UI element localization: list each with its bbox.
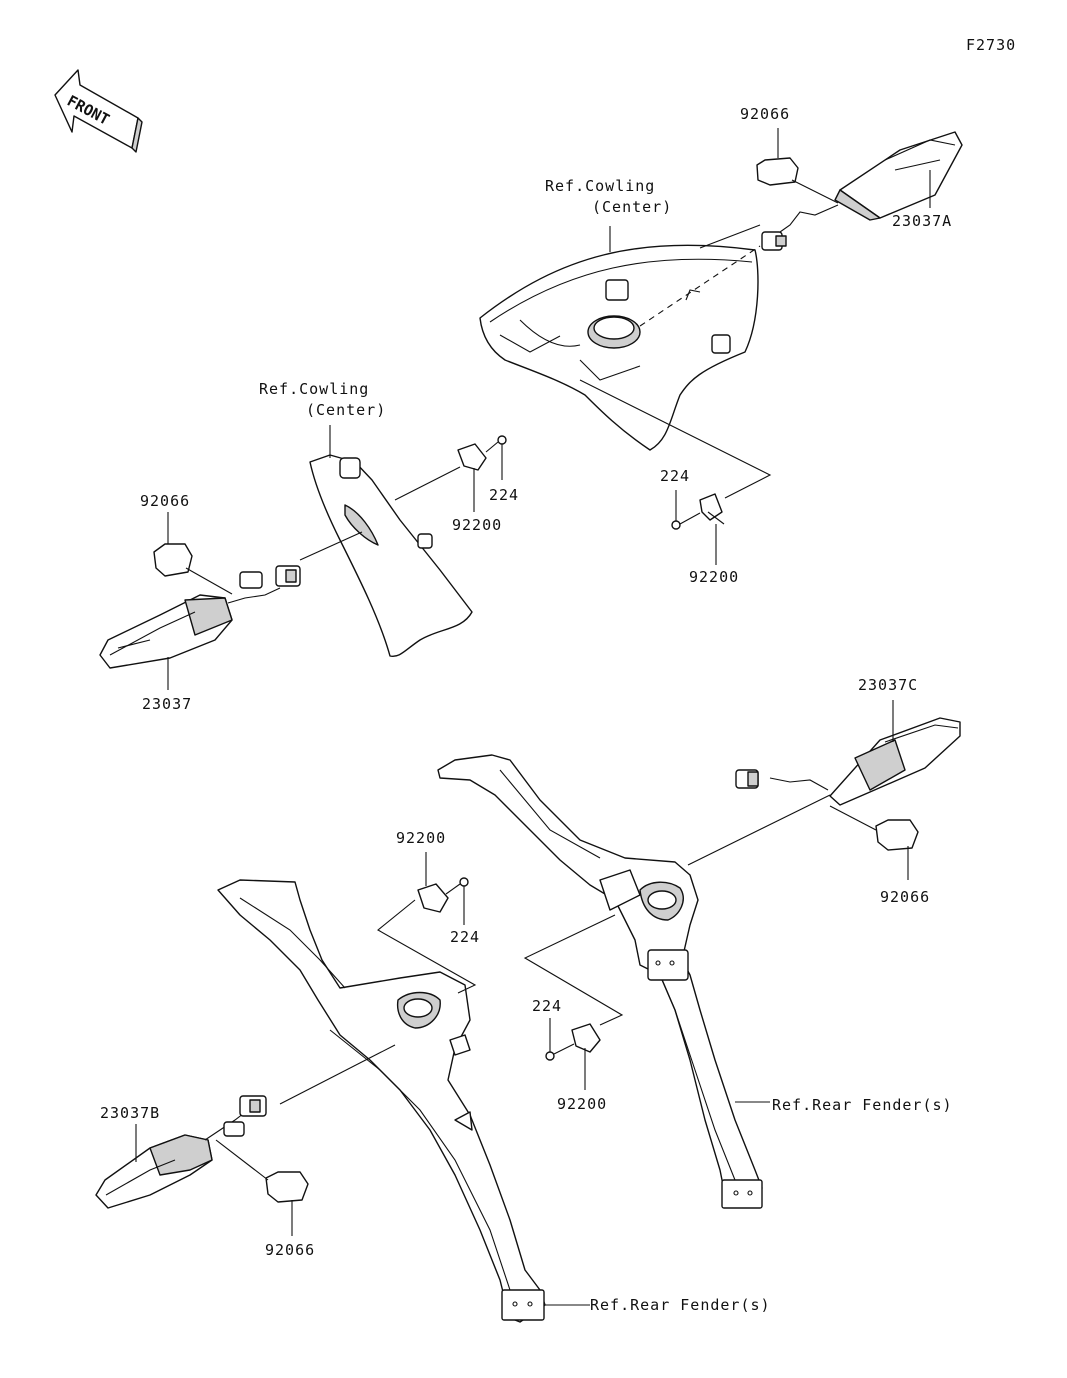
bracket-92200-upper xyxy=(699,493,725,565)
grommet-92066-right xyxy=(829,805,919,880)
label-turn-signal-23037c: 23037C xyxy=(858,676,919,694)
label-bracket-92200-upper: 92200 xyxy=(689,568,740,586)
turn-signal-23037a xyxy=(761,131,963,251)
label-cowling-upper-line2: (Center) xyxy=(592,198,673,216)
label-bracket-92200-mid: 92200 xyxy=(396,829,447,847)
cowling-center-upper xyxy=(479,226,759,451)
bracket-92200-left xyxy=(457,443,487,512)
figure-code: F2730 xyxy=(966,36,1017,54)
turn-signal-23037c xyxy=(735,700,961,806)
label-turn-signal-23037b: 23037B xyxy=(100,1104,161,1122)
turn-signal-23037b xyxy=(95,1095,267,1209)
label-screw-224-mid: 224 xyxy=(450,928,481,946)
grommet-92066-left xyxy=(153,512,233,595)
label-screw-224-left: 224 xyxy=(489,486,520,504)
label-grommet-92066-lower: 92066 xyxy=(265,1241,316,1259)
turn-signal-23037 xyxy=(99,565,301,690)
screw-224-upper xyxy=(671,490,701,530)
label-bracket-92200-left: 92200 xyxy=(452,516,503,534)
screw-224-left xyxy=(485,435,507,480)
label-bracket-92200-lower: 92200 xyxy=(557,1095,608,1113)
grommet-92066-lower xyxy=(215,1139,309,1236)
label-cowling-upper-line1: Ref.Cowling xyxy=(545,177,656,195)
label-turn-signal-23037: 23037 xyxy=(142,695,193,713)
label-grommet-92066-left: 92066 xyxy=(140,492,191,510)
front-arrow-icon: FRONT xyxy=(54,69,143,153)
cowling-center-left xyxy=(309,425,473,657)
label-turn-signal-23037a: 23037A xyxy=(892,212,953,230)
bracket-92200-mid xyxy=(417,852,449,913)
label-cowling-left-line1: Ref.Cowling xyxy=(259,380,370,398)
label-screw-224-upper: 224 xyxy=(660,467,691,485)
label-screw-224-lower-right: 224 xyxy=(532,997,563,1015)
label-grommet-92066-right: 92066 xyxy=(880,888,931,906)
label-fender-right: Ref.Rear Fender(s) xyxy=(772,1096,953,1114)
label-cowling-left-line2: (Center) xyxy=(306,401,387,419)
rear-fender-stay-right xyxy=(437,754,770,1209)
label-grommet-92066-upper: 92066 xyxy=(740,105,791,123)
bracket-92200-lower-right xyxy=(571,1023,601,1090)
screw-224-mid xyxy=(445,877,469,925)
grommet-92066-upper xyxy=(756,128,839,204)
label-fender-left: Ref.Rear Fender(s) xyxy=(590,1296,771,1314)
screw-224-lower-right xyxy=(545,1018,575,1061)
